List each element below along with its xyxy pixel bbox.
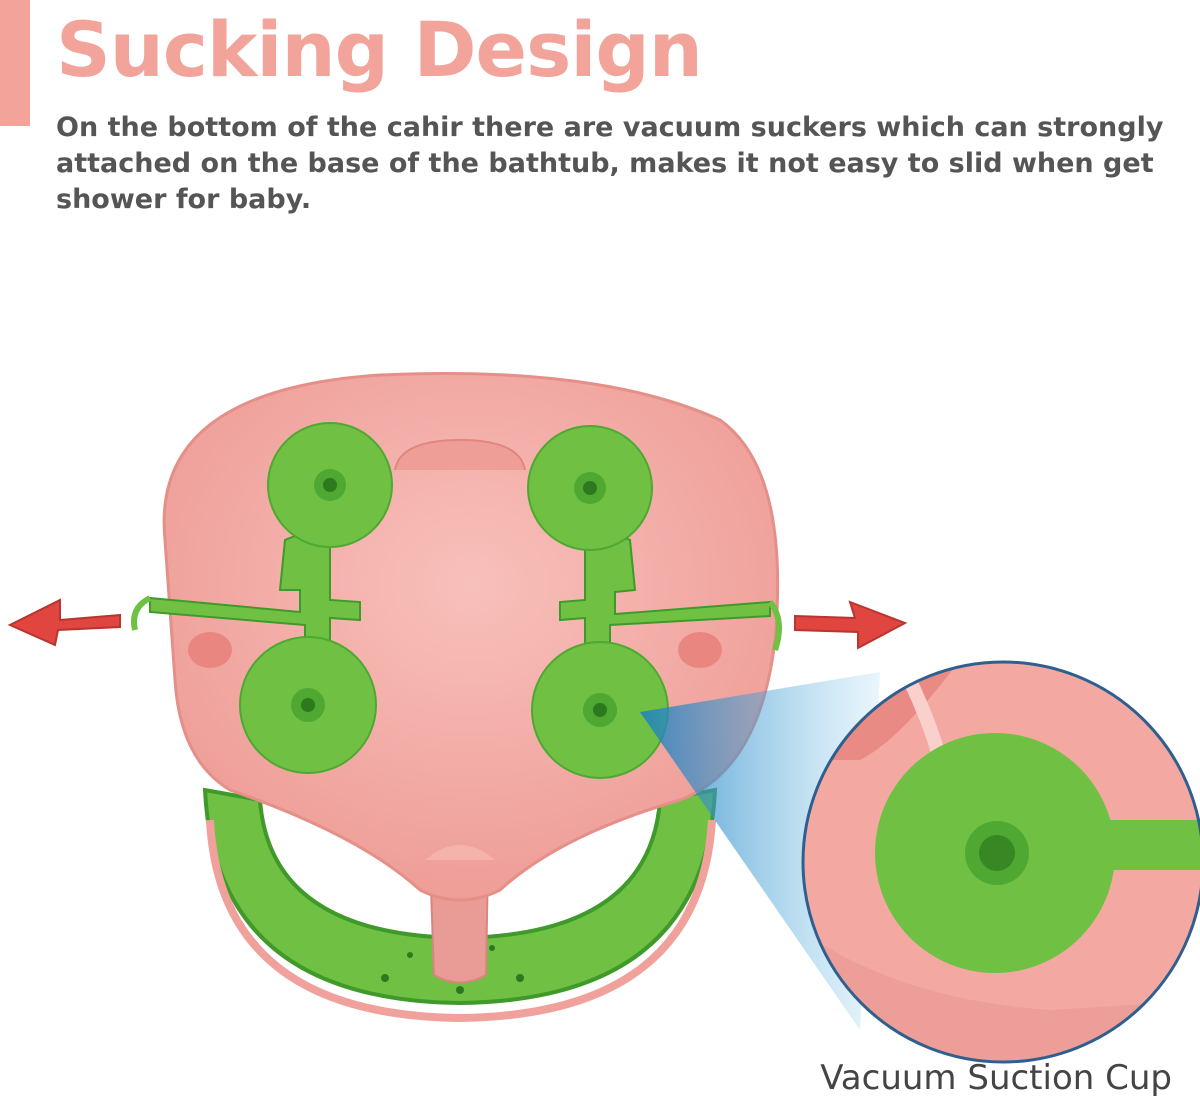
- suction-cup-top-left: [267, 422, 393, 548]
- suction-cup-top-right: [527, 425, 653, 551]
- zoom-caption: Vacuum Suction Cup: [820, 1058, 1172, 1098]
- arrow-left-icon: [7, 598, 121, 647]
- accent-bar: [0, 0, 30, 126]
- description-text: On the bottom of the cahir there are vac…: [56, 112, 1164, 215]
- suction-cup-bottom-right: [531, 641, 669, 779]
- arrow-right-icon: [794, 600, 908, 650]
- page-title: Sucking Design: [56, 5, 703, 94]
- suction-cup-bottom-left: [239, 636, 377, 774]
